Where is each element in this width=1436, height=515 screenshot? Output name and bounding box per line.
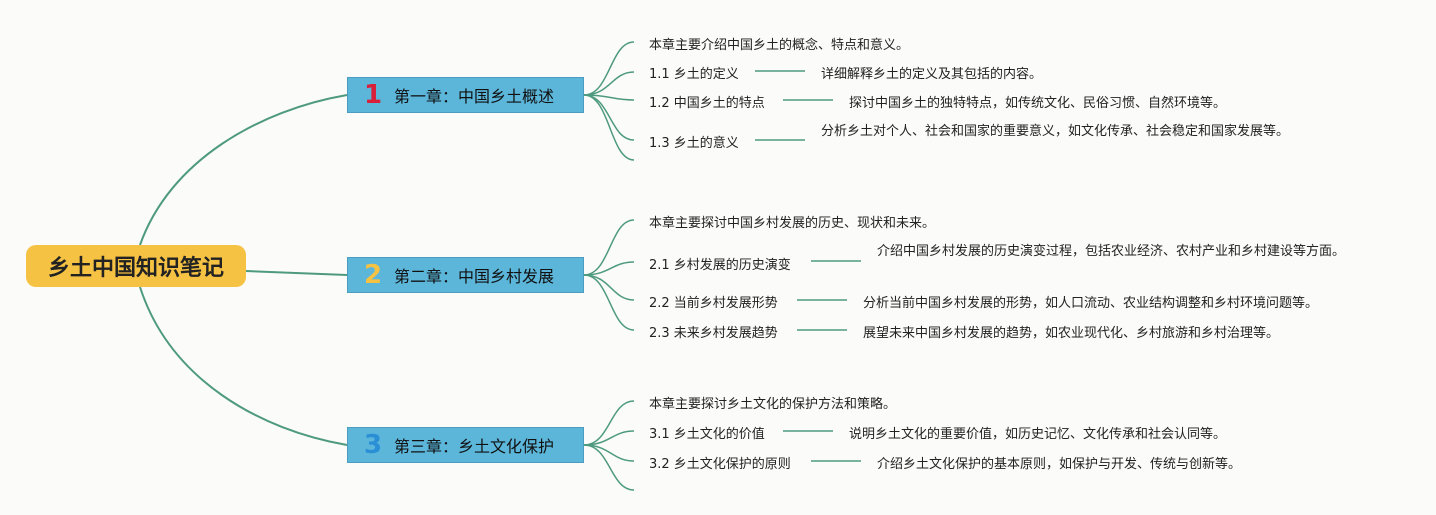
ch3-branch-tail — [583, 444, 635, 491]
ch2-branch-2 — [583, 274, 635, 301]
root-to-chapter-2-line — [245, 270, 348, 276]
number-3-icon: 3 — [363, 430, 383, 460]
chapter-1-label: 第一章：中国乡土概述 — [394, 87, 555, 106]
root-topic-label: 乡土中国知识笔记 — [47, 256, 224, 281]
chapter-3-topic[interactable]: 3 第三章：乡土文化保护 — [347, 427, 584, 463]
ch2-branch-intro — [583, 219, 635, 276]
root-topic[interactable]: 乡土中国知识笔记 — [26, 245, 246, 287]
section-3-2-desc[interactable]: 介绍乡土文化保护的基本原则，如保护与开发、传统与创新等。 — [877, 457, 1242, 472]
chapter-3-intro[interactable]: 本章主要探讨乡土文化的保护方法和策略。 — [649, 397, 897, 412]
ch1-branch-tail — [583, 94, 635, 161]
section-2-1-desc[interactable]: 介绍中国乡村发展的历史演变过程，包括农业经济、农村产业和乡村建设等方面。 — [877, 244, 1346, 259]
root-to-chapter-1-line — [139, 94, 348, 246]
ch2-branch-3 — [583, 274, 635, 331]
section-2-2-desc[interactable]: 分析当前中国乡村发展的形势，如人口流动、农业结构调整和乡村环境问题等。 — [863, 296, 1319, 311]
ch1-branch-intro — [583, 41, 635, 96]
section-3-1-desc[interactable]: 说明乡土文化的重要价值，如历史记忆、文化传承和社会认同等。 — [849, 427, 1227, 442]
chapter-1-intro[interactable]: 本章主要介绍中国乡土的概念、特点和意义。 — [649, 38, 910, 53]
chapter-2-intro[interactable]: 本章主要探讨中国乡村发展的历史、现状和未来。 — [649, 216, 936, 231]
number-1-icon: 1 — [363, 80, 383, 110]
chapter-2-label: 第二章：中国乡村发展 — [394, 267, 555, 286]
section-2-3-title[interactable]: 2.3 未来乡村发展趋势 — [649, 326, 778, 341]
ch3-branch-intro — [583, 400, 635, 446]
section-1-2-title[interactable]: 1.2 中国乡土的特点 — [649, 96, 765, 111]
ch2-branch-1 — [583, 261, 635, 276]
ch1-branch-1 — [583, 71, 635, 96]
chapter-3-label: 第三章：乡土文化保护 — [394, 437, 555, 456]
chapter-2-topic[interactable]: 2 第二章：中国乡村发展 — [347, 257, 584, 293]
section-2-3-desc[interactable]: 展望未来中国乡村发展的趋势，如农业现代化、乡村旅游和乡村治理等。 — [863, 326, 1280, 341]
chapter-1-topic[interactable]: 1 第一章：中国乡土概述 — [347, 77, 584, 113]
section-1-2-desc[interactable]: 探讨中国乡土的独特特点，如传统文化、民俗习惯、自然环境等。 — [849, 96, 1227, 111]
section-1-1-desc[interactable]: 详细解释乡土的定义及其包括的内容。 — [821, 67, 1043, 82]
section-3-2-title[interactable]: 3.2 乡土文化保护的原则 — [649, 457, 791, 472]
ch1-branch-3 — [583, 94, 635, 141]
number-2-icon: 2 — [363, 260, 383, 290]
section-1-3-title[interactable]: 1.3 乡土的意义 — [649, 136, 739, 151]
section-1-3-desc[interactable]: 分析乡土对个人、社会和国家的重要意义，如文化传承、社会稳定和国家发展等。 — [821, 124, 1290, 139]
section-2-2-title[interactable]: 2.2 当前乡村发展形势 — [649, 296, 778, 311]
section-3-1-title[interactable]: 3.1 乡土文化的价值 — [649, 427, 765, 442]
section-2-1-title[interactable]: 2.1 乡村发展的历史演变 — [649, 258, 791, 273]
section-1-1-title[interactable]: 1.1 乡土的定义 — [649, 67, 739, 82]
ch3-branch-2 — [583, 444, 635, 462]
root-to-chapter-3-line — [139, 286, 348, 446]
